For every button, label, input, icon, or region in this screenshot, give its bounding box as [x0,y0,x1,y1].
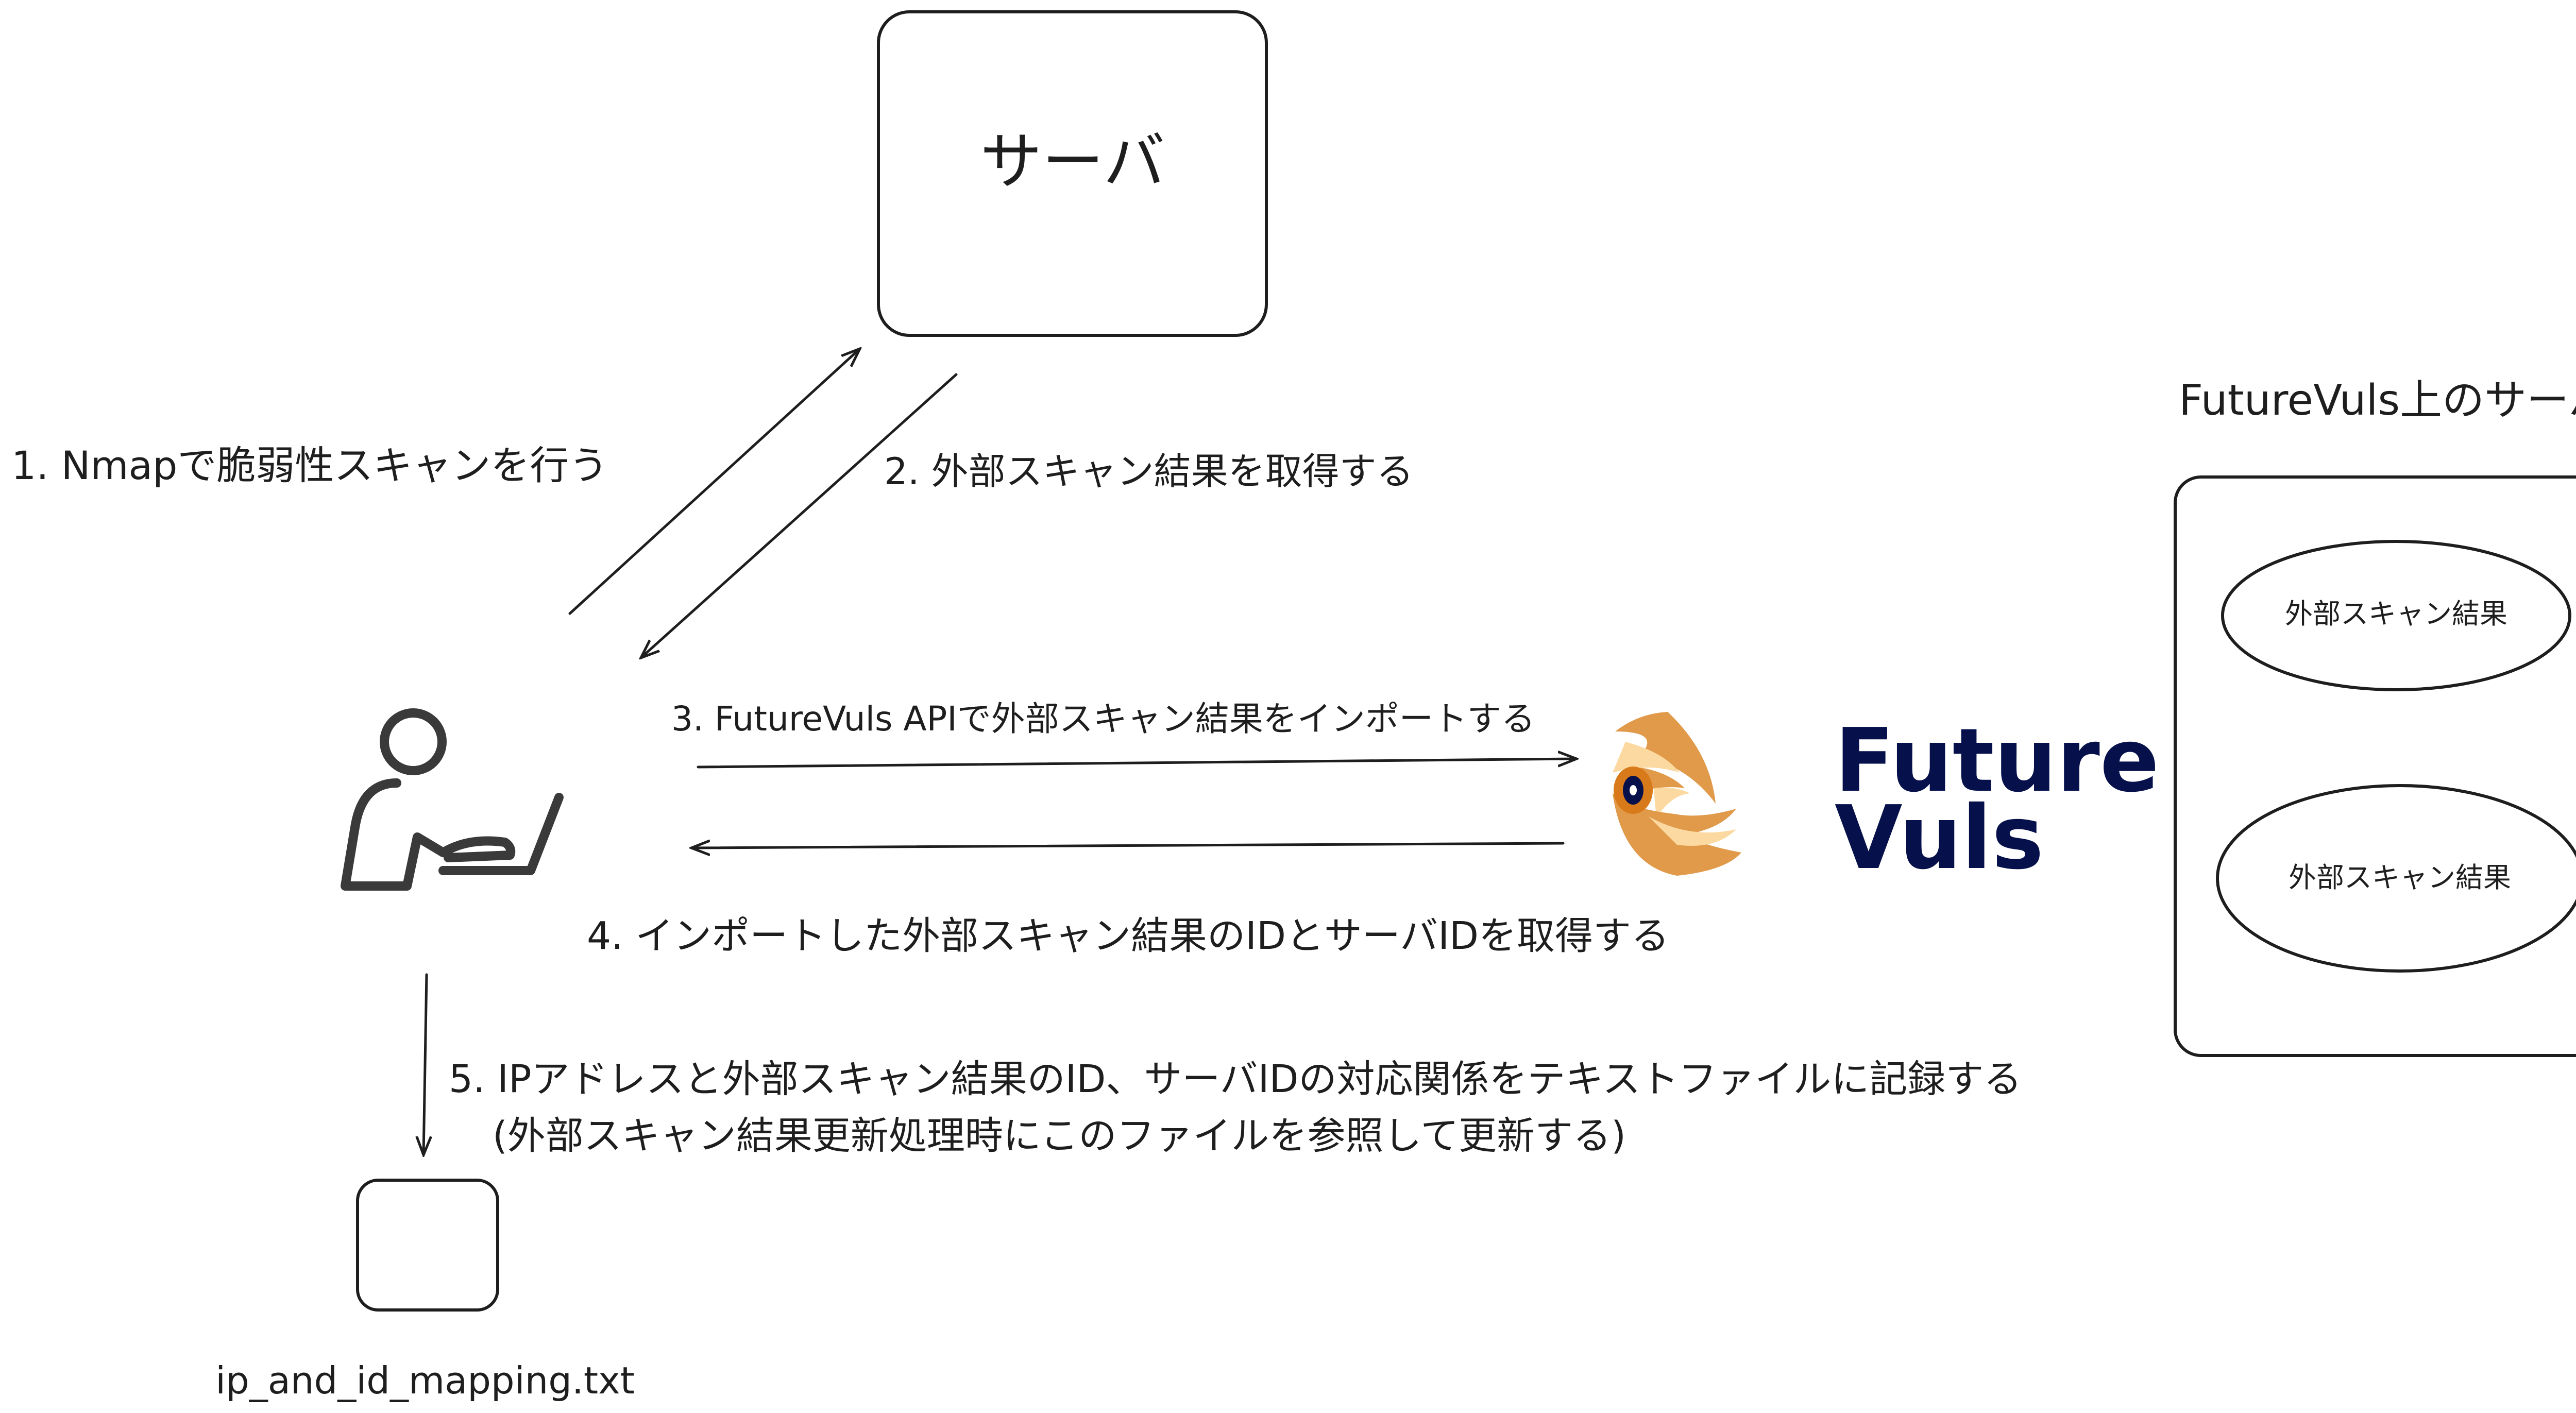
step5-label-line1: 5. IPアドレスと外部スキャン結果のID、サーバIDの対応関係をテキストファイ… [449,1057,2022,1101]
step4-label: 4. インポートした外部スキャン結果のIDとサーバIDを取得する [587,914,1669,958]
file-box [356,1179,499,1312]
file-name: ip_and_id_mapping.txt [215,1359,635,1402]
step5-arrow [423,973,427,1155]
step2-label: 2. 外部スキャン結果を取得する [884,450,1414,493]
logo-text-vuls: Vuls [1835,787,2044,889]
logo-text-future: Future [1835,710,2159,812]
step5-label-line2: (外部スキャン結果更新処理時にこのファイルを参照して更新する) [493,1114,1626,1158]
scan-result-ellipse [2216,784,2576,973]
futurevuls-eye-icon [1613,712,1741,876]
scan-result-ellipse [2221,540,2571,691]
futurevuls-logo: Future Vuls [1613,710,2159,889]
server-node: サーバ [877,10,1268,337]
server-box [877,10,1268,337]
user-at-laptop-icon [341,708,564,891]
futurevuls-server-node: FutureVuls上のサーバ 外部スキャン結果 外部スキャン結果 [2174,376,2576,1057]
step2-arrow [641,373,958,658]
step3-label: 3. FutureVuls APIで外部スキャン結果をインポートする [671,699,1535,739]
step1-arrow [568,349,860,615]
server-label: サーバ [980,126,1165,198]
scan-result-label: 外部スキャン結果 [2285,598,2507,630]
step1-label: 1. Nmapで脆弱性スキャンを行う [11,442,608,488]
scan-result-label: 外部スキャン結果 [2289,861,2511,894]
step3-arrow [697,759,1577,769]
futurevuls-server-title: FutureVuls上のサーバ [2179,376,2576,425]
step4-arrow [691,843,1565,848]
